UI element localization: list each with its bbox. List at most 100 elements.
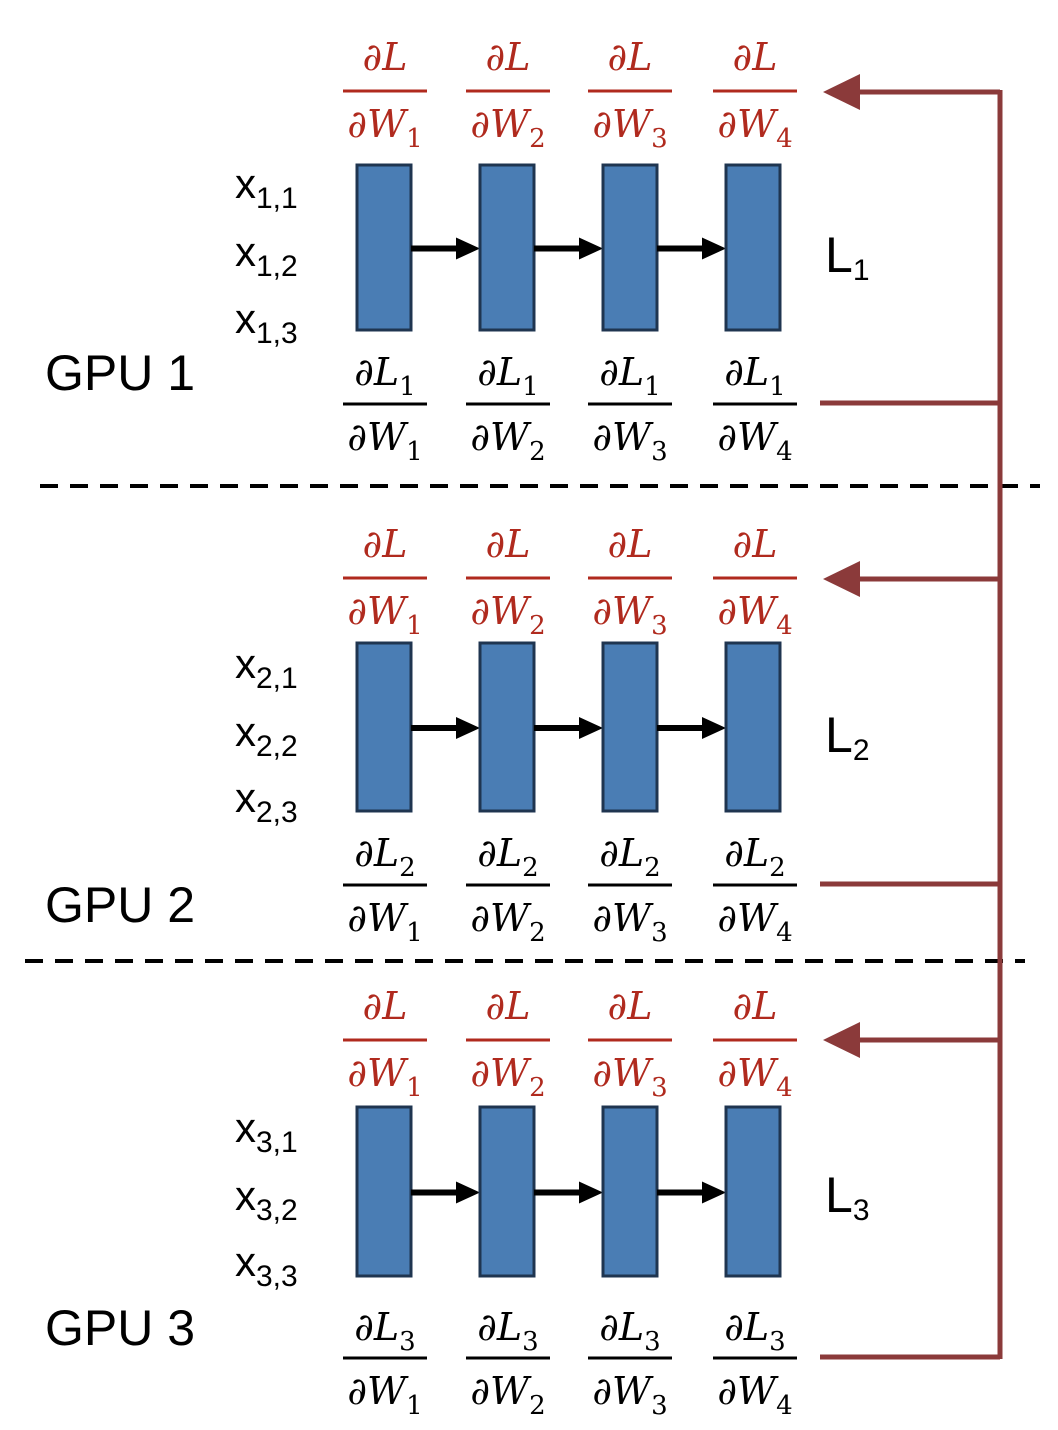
input-sample: x3,1 bbox=[235, 1104, 298, 1159]
denominator: ∂W4 bbox=[717, 896, 792, 948]
local-gradient: ∂L2∂W1 bbox=[343, 831, 427, 948]
layer-block bbox=[355, 1105, 413, 1278]
input-sample-sub: 2,2 bbox=[256, 730, 298, 763]
gpu-label: GPU 2 bbox=[45, 877, 195, 933]
global-gradient: ∂L ∂W4 bbox=[713, 522, 797, 641]
denominator-sub: 4 bbox=[776, 1073, 793, 1103]
numerator-base: ∂L bbox=[608, 35, 653, 79]
input-sample-sub: 3,3 bbox=[256, 1260, 298, 1293]
numerator-base: ∂L bbox=[354, 350, 399, 394]
numerator-base: ∂L bbox=[477, 1305, 522, 1349]
input-sample-sub: 1,1 bbox=[256, 182, 298, 215]
input-sample: x2,1 bbox=[235, 640, 298, 695]
gpu-label: GPU 3 bbox=[45, 1300, 195, 1356]
input-sample: x3,3 bbox=[235, 1238, 298, 1293]
numerator: ∂L bbox=[608, 984, 653, 1028]
denominator-sub: 2 bbox=[529, 124, 546, 154]
layer-block bbox=[355, 163, 413, 332]
denominator: ∂W2 bbox=[470, 1369, 545, 1421]
local-gradient: ∂L1∂W2 bbox=[466, 350, 550, 467]
denominator-base: ∂W bbox=[347, 102, 409, 146]
denominator-sub: 2 bbox=[529, 437, 546, 467]
denominator-base: ∂W bbox=[347, 1051, 409, 1095]
denominator-base: ∂W bbox=[592, 102, 654, 146]
loss-label-sub: 1 bbox=[853, 254, 870, 287]
global-gradient: ∂L∂W2 bbox=[466, 984, 550, 1103]
input-sample-sub: 1,2 bbox=[256, 250, 298, 283]
input-sample: x1,3 bbox=[235, 295, 298, 350]
denominator-base: ∂W bbox=[717, 1369, 779, 1413]
numerator: ∂L2 bbox=[599, 831, 660, 883]
loss-label: L1 bbox=[825, 227, 870, 287]
input-sample-sub: 3,2 bbox=[256, 1194, 298, 1227]
numerator: ∂L2 bbox=[354, 831, 415, 883]
denominator-base: ∂W bbox=[717, 1051, 779, 1095]
denominator-sub: 4 bbox=[776, 918, 793, 948]
denominator-sub: 1 bbox=[406, 1391, 423, 1421]
numerator: ∂L2 bbox=[724, 831, 785, 883]
arrowhead-icon bbox=[579, 1181, 603, 1204]
denominator-sub: 1 bbox=[406, 918, 423, 948]
input-sample-sub: 2,1 bbox=[256, 662, 298, 695]
denominator-sub: 4 bbox=[776, 437, 793, 467]
numerator-base: ∂L bbox=[363, 984, 408, 1028]
arrowhead-icon bbox=[702, 717, 726, 739]
numerator: ∂L bbox=[363, 35, 408, 79]
numerator-base: ∂L bbox=[724, 831, 769, 875]
arrowhead-icon bbox=[456, 717, 480, 739]
numerator-base: ∂L bbox=[486, 35, 531, 79]
numerator-sub: 3 bbox=[522, 1327, 539, 1357]
numerator: ∂L3 bbox=[477, 1305, 538, 1357]
input-sample-base: x bbox=[235, 1172, 256, 1219]
denominator-sub: 3 bbox=[651, 124, 668, 154]
arrowhead-icon bbox=[579, 237, 603, 260]
denominator-base: ∂W bbox=[347, 1369, 409, 1413]
denominator-base: ∂W bbox=[717, 102, 779, 146]
numerator-base: ∂L bbox=[599, 831, 644, 875]
arrowhead-icon bbox=[823, 74, 860, 110]
denominator-base: ∂W bbox=[717, 589, 779, 633]
loss-label: L2 bbox=[825, 707, 870, 767]
numerator: ∂L bbox=[733, 35, 778, 79]
global-gradient: ∂L∂W2 bbox=[466, 522, 550, 641]
denominator: ∂W1 bbox=[347, 415, 422, 467]
denominator-sub: 3 bbox=[651, 918, 668, 948]
denominator: ∂W2 bbox=[470, 102, 545, 154]
denominator: ∂W4 bbox=[717, 1369, 792, 1421]
loss-label-sub: 2 bbox=[853, 734, 870, 767]
numerator-sub: 1 bbox=[399, 372, 416, 402]
input-sample-base: x bbox=[235, 295, 256, 342]
local-gradient: ∂L3∂W1 bbox=[343, 1305, 427, 1421]
numerator-base: ∂L bbox=[733, 522, 778, 566]
layer-block bbox=[724, 641, 782, 813]
local-gradient: ∂L3∂W3 bbox=[588, 1305, 672, 1421]
denominator-base: ∂W bbox=[592, 589, 654, 633]
denominator: ∂W1 bbox=[347, 1369, 422, 1421]
denominator-base: ∂W bbox=[347, 589, 409, 633]
numerator-base: ∂L bbox=[608, 984, 653, 1028]
denominator: ∂W2 bbox=[470, 589, 545, 641]
numerator: ∂L bbox=[733, 984, 778, 1028]
denominator-base: ∂W bbox=[592, 1051, 654, 1095]
numerator-sub: 2 bbox=[399, 853, 416, 883]
denominator-sub: 3 bbox=[651, 1073, 668, 1103]
denominator-sub: 4 bbox=[776, 611, 793, 641]
global-gradient: ∂L ∂W4 bbox=[713, 984, 797, 1103]
arrowhead-icon bbox=[456, 1181, 480, 1204]
denominator-sub: 3 bbox=[651, 611, 668, 641]
loss-label: L3 bbox=[825, 1167, 870, 1227]
denominator: ∂W4 bbox=[717, 102, 792, 154]
denominator: ∂W4 bbox=[717, 1051, 792, 1103]
denominator: ∂W3 bbox=[592, 589, 667, 641]
denominator: ∂W2 bbox=[470, 896, 545, 948]
denominator-sub: 2 bbox=[529, 611, 546, 641]
denominator-base: ∂W bbox=[470, 1051, 532, 1095]
numerator-sub: 2 bbox=[522, 853, 539, 883]
numerator-base: ∂L bbox=[733, 984, 778, 1028]
arrowhead-icon bbox=[456, 237, 480, 260]
denominator-sub: 1 bbox=[406, 124, 423, 154]
denominator-base: ∂W bbox=[717, 415, 779, 459]
local-gradient: ∂L2∂W3 bbox=[588, 831, 672, 948]
numerator: ∂L bbox=[608, 35, 653, 79]
